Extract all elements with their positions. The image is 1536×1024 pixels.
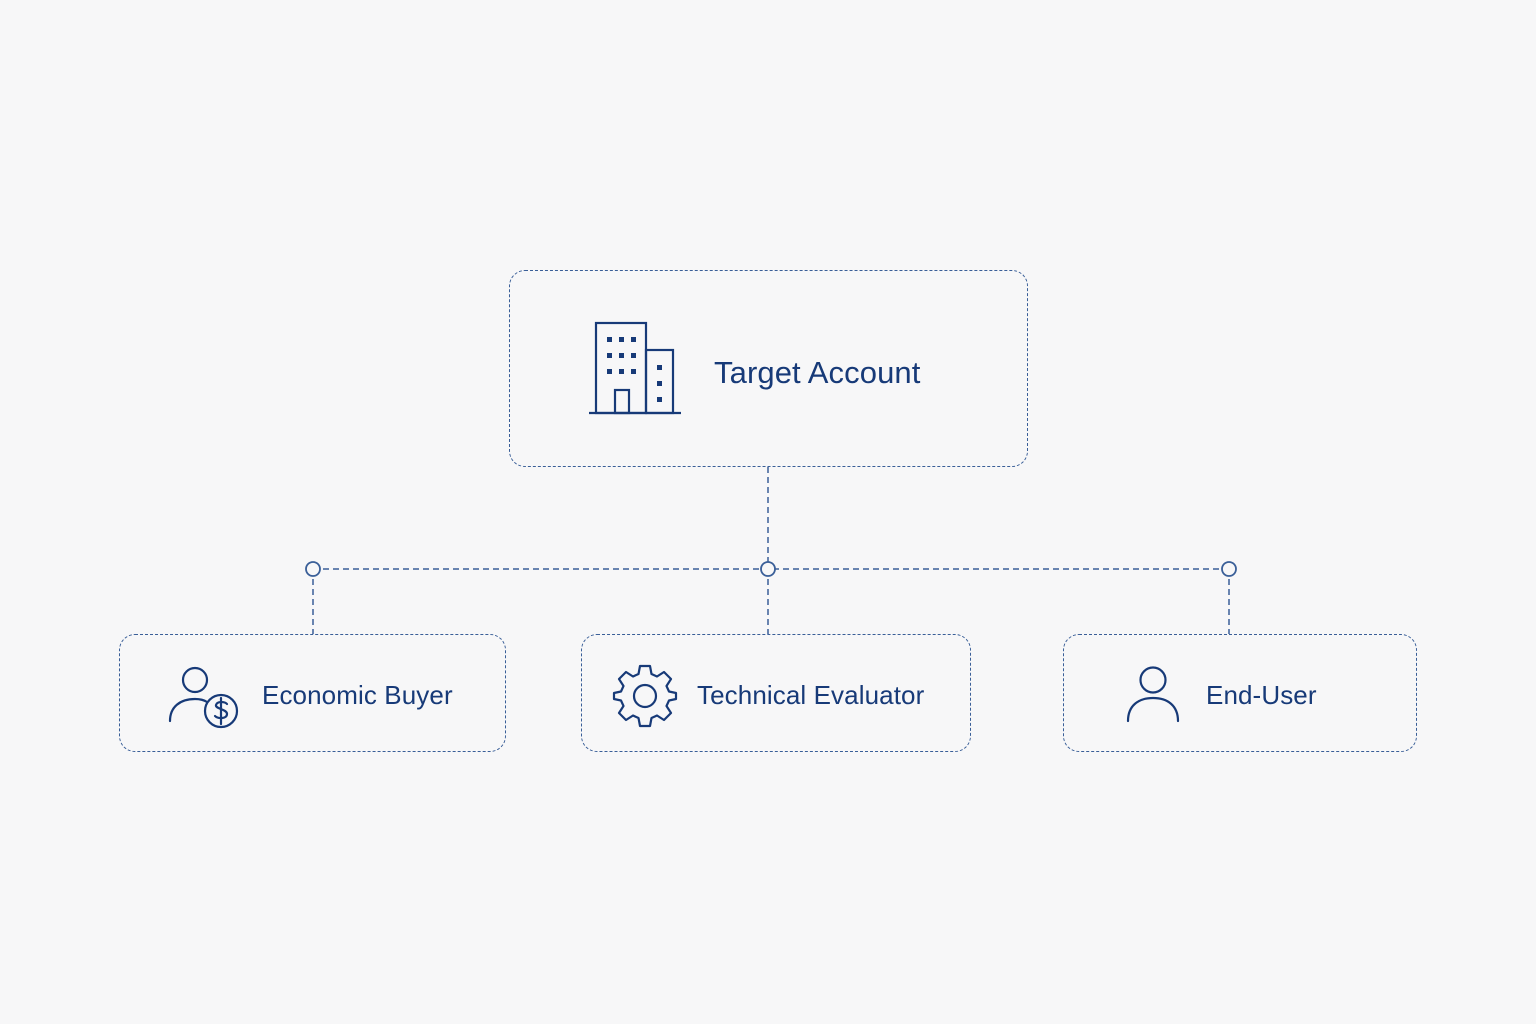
user-icon: [1124, 663, 1180, 725]
building-icon: [588, 319, 682, 415]
node-technical-evaluator[interactable]: Technical Evaluator: [581, 634, 971, 752]
node-label-technical-evaluator: Technical Evaluator: [697, 680, 925, 710]
junction-node-left: [305, 561, 321, 577]
node-label-end-user: End-User: [1206, 680, 1317, 710]
junction-node-center: [760, 561, 776, 577]
node-label-economic-buyer: Economic Buyer: [262, 680, 453, 710]
person-dollar-icon: [166, 663, 242, 729]
node-end-user[interactable]: End-User: [1063, 634, 1417, 752]
gear-icon: [612, 663, 678, 729]
node-label-target-account: Target Account: [714, 355, 921, 390]
node-economic-buyer[interactable]: Economic Buyer: [119, 634, 506, 752]
junction-node-right: [1221, 561, 1237, 577]
node-target-account[interactable]: Target Account: [509, 270, 1028, 467]
